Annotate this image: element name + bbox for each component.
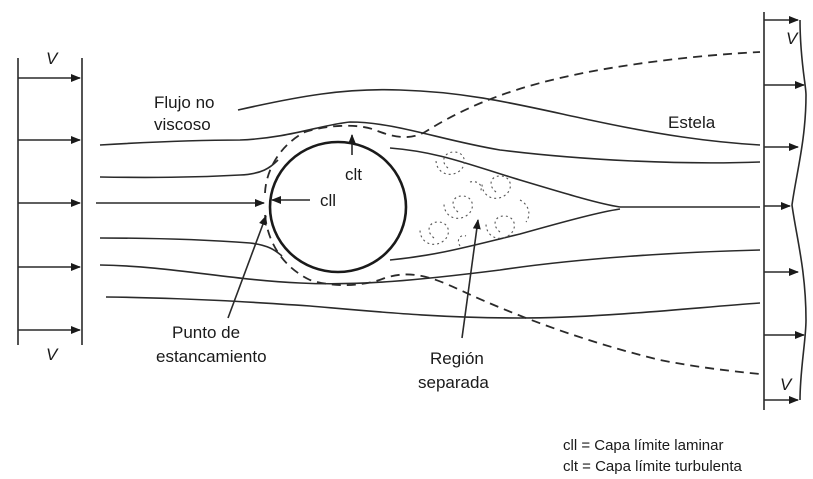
separated-region-label-line2: separada xyxy=(418,373,489,392)
eddy xyxy=(457,235,467,247)
eddy xyxy=(443,195,473,219)
separated-region-label-line1: Región xyxy=(430,349,484,368)
boundary-layer xyxy=(264,51,761,375)
inlet-velocity-profile xyxy=(17,58,83,345)
eddy xyxy=(519,199,530,223)
velocity-label-inlet-top: V xyxy=(46,49,59,68)
streamlines xyxy=(96,88,761,319)
streamline xyxy=(99,249,761,285)
stagnation-point-leader xyxy=(227,215,267,319)
eddy xyxy=(435,151,465,175)
eddy xyxy=(485,215,515,239)
cylinder xyxy=(268,140,408,274)
inviscid-flow-label-line1: Flujo no xyxy=(154,93,214,112)
streamline xyxy=(237,88,761,146)
streamline xyxy=(99,237,283,257)
streamline xyxy=(105,296,761,319)
stagnation-point-label-line2: estancamiento xyxy=(156,347,267,366)
legend-clt: clt = Capa límite turbulenta xyxy=(563,458,743,475)
upper-boundary-layer xyxy=(264,51,761,194)
legend-cll: cll = Capa límite laminar xyxy=(563,437,723,454)
inviscid-flow-label-line2: viscoso xyxy=(154,115,211,134)
separated-region-eddies xyxy=(419,151,530,247)
eddy xyxy=(469,181,482,193)
wake-label: Estela xyxy=(668,113,716,132)
eddy xyxy=(419,221,449,245)
laminar-bl-short-label: cll xyxy=(320,191,336,210)
velocity-label-inlet-bottom: V xyxy=(46,345,59,364)
streamline xyxy=(389,208,621,261)
separated-region-leader xyxy=(461,219,481,339)
streamline xyxy=(99,121,761,164)
velocity-label-outlet-top: V xyxy=(786,29,799,48)
turbulent-bl-short-label: clt xyxy=(345,165,362,184)
outlet-velocity-profile xyxy=(763,12,807,410)
streamline xyxy=(99,159,279,179)
stagnation-point-label-line1: Punto de xyxy=(172,323,240,342)
eddy xyxy=(481,175,511,199)
outlet-profile-curve xyxy=(791,19,807,401)
lower-boundary-layer xyxy=(264,214,761,375)
streamline xyxy=(389,147,621,208)
velocity-label-outlet-bottom: V xyxy=(780,375,793,394)
leader-lines xyxy=(227,134,481,339)
